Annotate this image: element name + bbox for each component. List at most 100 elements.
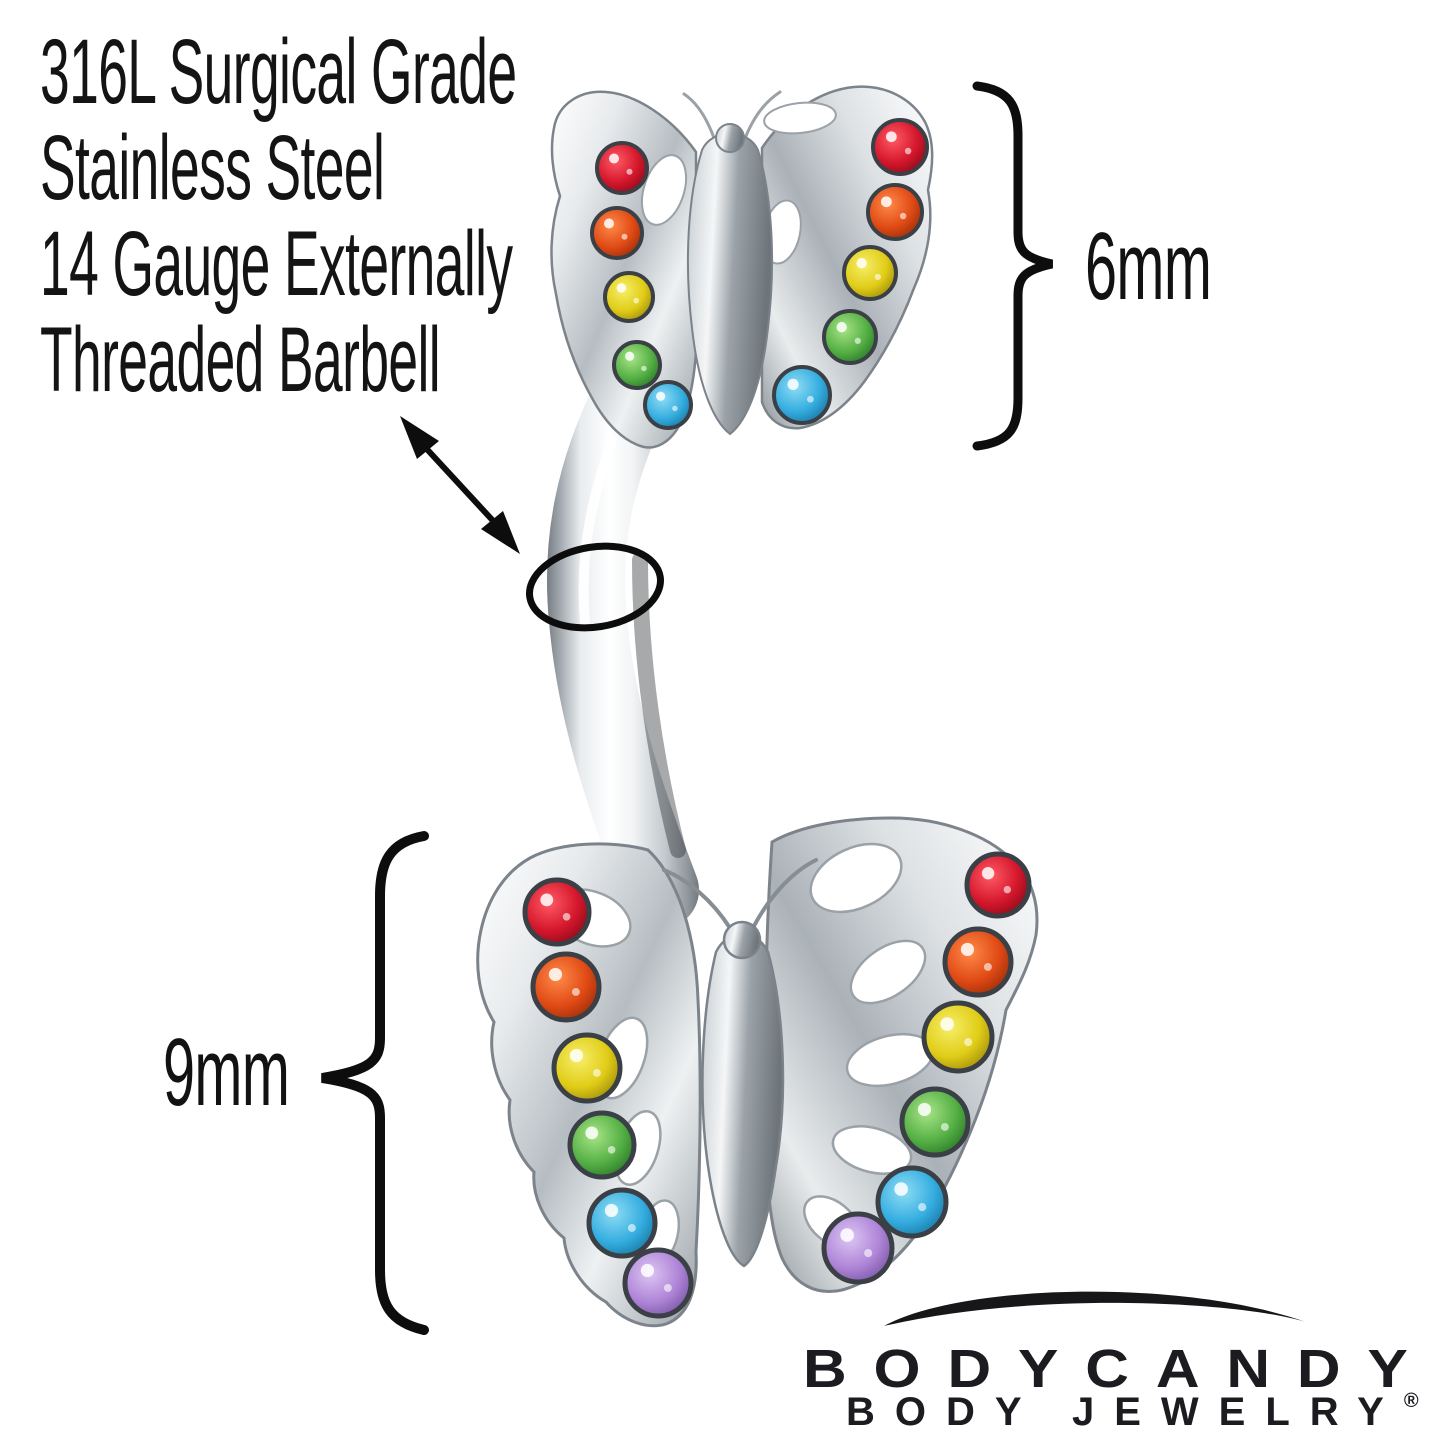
- gem-red: [595, 141, 649, 195]
- gem-highlight: [604, 1203, 619, 1218]
- bottom-butterfly-gems: [522, 851, 1032, 1319]
- top-butterfly: [550, 85, 934, 449]
- bottom-butterfly: [476, 816, 1039, 1328]
- gem-yellow: [551, 1032, 623, 1104]
- gem-highlight: [633, 297, 640, 304]
- gem-highlight: [918, 1203, 927, 1212]
- gem-highlight: [540, 893, 554, 907]
- double-arrow-icon: [400, 416, 520, 554]
- top-antennae: [682, 90, 782, 140]
- gem-aqua: [643, 380, 693, 430]
- logo-swoosh-icon: [884, 1291, 1306, 1326]
- gem-highlight: [592, 1068, 601, 1077]
- gem-orange: [590, 206, 644, 260]
- brace-6mm-icon: [972, 81, 1054, 451]
- gem-red: [871, 118, 929, 176]
- gem-highlight: [787, 378, 799, 390]
- gem-highlight: [548, 967, 563, 982]
- gem-highlight: [604, 218, 614, 229]
- wing-cutout: [763, 101, 837, 135]
- gem-aqua: [772, 365, 832, 425]
- dimension-label-6mm: 6mm: [1085, 213, 1212, 320]
- gem-purple: [821, 1211, 895, 1285]
- gem-highlight: [854, 337, 861, 345]
- gem-highlight: [917, 1102, 932, 1117]
- gem-aqua: [586, 1187, 658, 1259]
- spec-line: 14 Gauge Externally: [40, 213, 513, 315]
- gem-highlight: [672, 405, 678, 412]
- gem-orange: [866, 183, 924, 241]
- gem-green: [899, 1086, 971, 1158]
- gem-orange: [530, 951, 602, 1023]
- wing-cutout: [809, 842, 903, 914]
- top-butterfly-body: [686, 132, 774, 436]
- shaft-highlight: [578, 435, 617, 630]
- gem-aqua: [875, 1165, 949, 1239]
- gem-green: [567, 1110, 637, 1180]
- brand-logo: BODYCANDY BODY JEWELRY®: [800, 1282, 1440, 1435]
- gem-green: [822, 309, 878, 365]
- top-butterfly-head: [715, 123, 745, 153]
- gem-highlight: [626, 168, 633, 175]
- gem-highlight: [571, 987, 580, 996]
- arrow-head-up: [400, 416, 439, 459]
- gem-highlight: [625, 351, 635, 361]
- gem-highlight: [904, 147, 912, 155]
- gem-highlight: [840, 1228, 854, 1242]
- gem-highlight: [960, 942, 975, 957]
- gem-highlight: [585, 1126, 599, 1140]
- gem-highlight: [981, 867, 995, 880]
- arrow-head-down: [481, 511, 520, 554]
- gem-highlight: [983, 962, 992, 971]
- gem-highlight: [616, 283, 627, 293]
- gem-highlight: [627, 1223, 636, 1232]
- gem-highlight: [569, 1048, 584, 1063]
- arrow-line: [421, 443, 499, 527]
- dimension-label-9mm: 9mm: [163, 1019, 290, 1126]
- gem-green: [612, 340, 662, 390]
- gem-highlight: [864, 1249, 873, 1258]
- barbell-shaft: [546, 361, 699, 929]
- bottom-antennae: [662, 858, 818, 930]
- gem-highlight: [856, 257, 867, 269]
- gem-highlight: [836, 321, 847, 333]
- gem-highlight: [880, 196, 892, 208]
- top-butterfly-gems: [590, 118, 929, 430]
- rotation-ellipse-icon: [526, 542, 664, 632]
- gem-highlight: [1003, 885, 1012, 894]
- gem-highlight: [562, 912, 571, 921]
- gem-yellow: [921, 1000, 995, 1074]
- gem-highlight: [894, 1182, 908, 1196]
- gem-highlight: [641, 365, 647, 372]
- wing-cutout: [831, 1125, 913, 1175]
- spec-line: Stainless Steel: [40, 117, 385, 219]
- gem-highlight: [663, 1283, 672, 1292]
- brand-name: BODYCANDY: [803, 1339, 1435, 1399]
- brand-subtitle-text: BODY JEWELRY: [846, 1390, 1404, 1434]
- spec-line: Threaded Barbell: [40, 309, 441, 411]
- gem-orange: [942, 926, 1014, 998]
- gem-highlight: [940, 1122, 949, 1131]
- gem-highlight: [807, 395, 814, 403]
- bottom-butterfly-head: [722, 920, 762, 960]
- gem-highlight: [899, 212, 907, 220]
- gem-highlight: [874, 273, 881, 281]
- shaft-reflection-streak: [632, 552, 686, 858]
- wing-cutout: [849, 939, 927, 1005]
- gem-yellow: [603, 271, 655, 323]
- gem-highlight: [607, 1145, 616, 1154]
- gem-red: [522, 877, 592, 947]
- gem-highlight: [656, 391, 666, 401]
- wing-cutout: [640, 154, 688, 226]
- gem-purple: [622, 1247, 694, 1319]
- top-wing-cutouts: [640, 101, 837, 265]
- spec-text-block: 316L Surgical Grade Stainless Steel 14 G…: [40, 24, 517, 411]
- gem-yellow: [842, 245, 898, 301]
- registered-mark: ®: [1403, 1390, 1419, 1412]
- gem-red: [964, 851, 1032, 919]
- bottom-butterfly-body: [701, 932, 785, 1268]
- gem-highlight: [940, 1017, 954, 1031]
- brand-subtitle: BODY JEWELRY®: [846, 1390, 1419, 1435]
